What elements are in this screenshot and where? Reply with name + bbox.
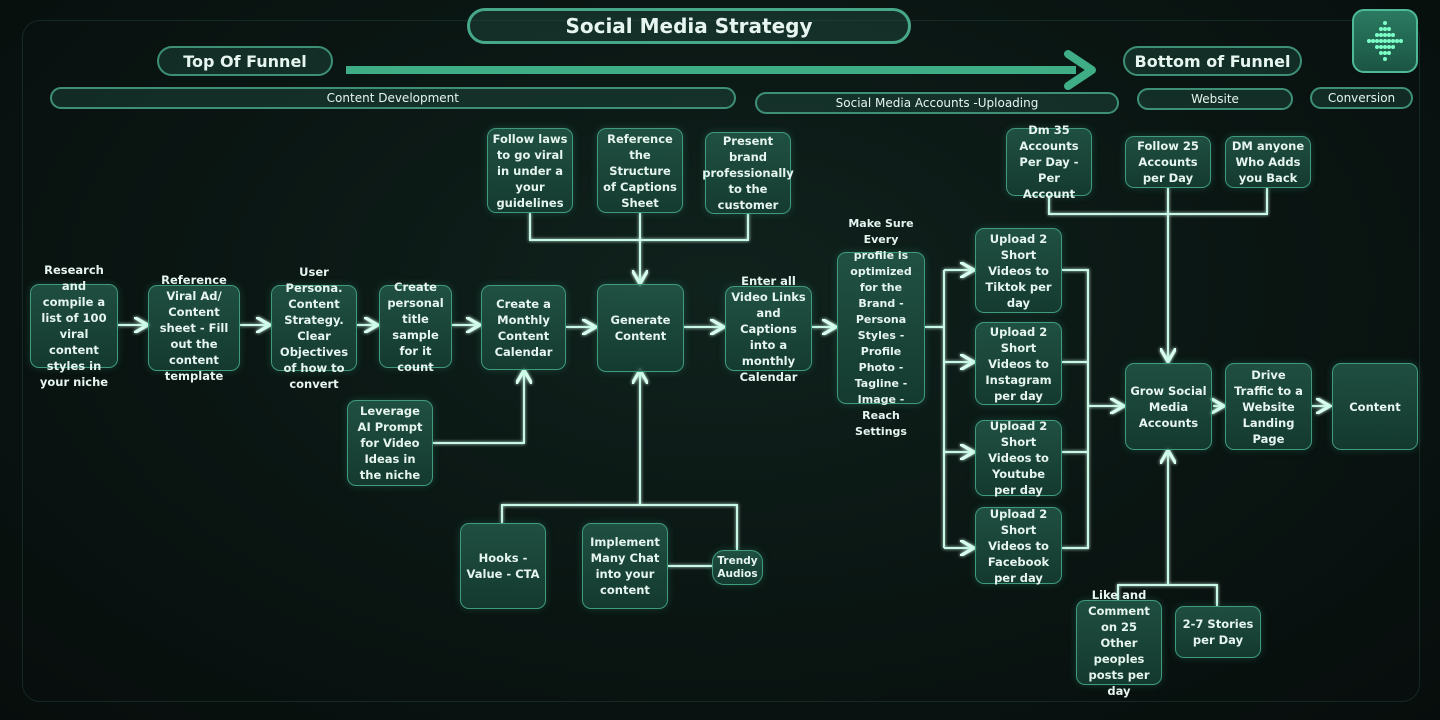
node-present-brand: Present brand professionally to the cust…: [702, 132, 794, 214]
phase-uploading: Social Media Accounts -Uploading: [755, 92, 1119, 114]
node-follow-laws: Follow laws to go viral in under a your …: [487, 128, 573, 213]
stage-top-of-funnel: Top Of Funnel: [157, 46, 333, 76]
node-dm-accounts: Dm 35 Accounts Per Day - Per Account: [1006, 123, 1092, 201]
node-optimize-profile: Make Sure Every profile is optimized for…: [837, 217, 925, 438]
page-title: Social Media Strategy: [467, 8, 911, 44]
node-leverage-ai: Leverage AI Prompt for Video Ideas in th…: [347, 400, 433, 486]
node-trendy-audio: Trendy Audios: [712, 550, 763, 585]
node-monthly-calendar: Create a Monthly Content Calendar: [481, 285, 566, 370]
node-like-comment: Like and Comment on 25 Other peoples pos…: [1076, 588, 1162, 698]
funnel-progress-arrow: [346, 66, 1076, 74]
phase-website: Website: [1137, 88, 1293, 110]
arrow-right-icon: [1064, 50, 1096, 90]
frame-border: [22, 20, 1420, 702]
node-dm-anyone: DM anyone Who Adds you Back: [1225, 136, 1311, 188]
node-content-conversion: Content: [1332, 363, 1418, 450]
stage-bottom-of-funnel: Bottom of Funnel: [1123, 46, 1302, 76]
node-reference-viral: Reference Viral Ad/ Content sheet - Fill…: [148, 273, 240, 383]
node-upload-instagram: Upload 2 Short Videos to Instagram per d…: [975, 322, 1062, 405]
node-upload-facebook: Upload 2 Short Videos to Facebook per da…: [975, 507, 1062, 585]
node-follow-25: Follow 25 Accounts per Day: [1125, 136, 1211, 188]
node-create-persona: Create personal title sample for it coun…: [379, 280, 452, 374]
node-generate-content: Generate Content: [597, 284, 684, 372]
node-enter-links: Enter all Video Links and Captions into …: [725, 274, 812, 384]
node-hooks: Hooks - Value - CTA: [460, 523, 546, 609]
node-reference-captions: Reference the Structure of Captions Shee…: [597, 128, 683, 213]
node-research: Research and compile a list of 100 viral…: [30, 263, 118, 389]
phase-conversion: Conversion: [1310, 87, 1413, 109]
node-user-persona: User Persona. Content Strategy. Clear Ob…: [271, 265, 357, 391]
node-many-chat: Implement Many Chat into your content: [582, 523, 668, 609]
node-upload-youtube: Upload 2 Short Videos to Youtube per day: [975, 419, 1062, 497]
phase-content-development: Content Development: [50, 87, 736, 109]
node-stories: 2-7 Stories per Day: [1175, 606, 1261, 658]
node-grow-accounts: Grow Social Media Accounts: [1125, 363, 1212, 450]
node-drive-traffic: Drive Traffic to a Website Landing Page: [1225, 363, 1312, 450]
node-upload-tiktok: Upload 2 Short Videos to Tiktok per day: [975, 228, 1062, 313]
dot-grid-arrow-icon: [1352, 9, 1418, 73]
